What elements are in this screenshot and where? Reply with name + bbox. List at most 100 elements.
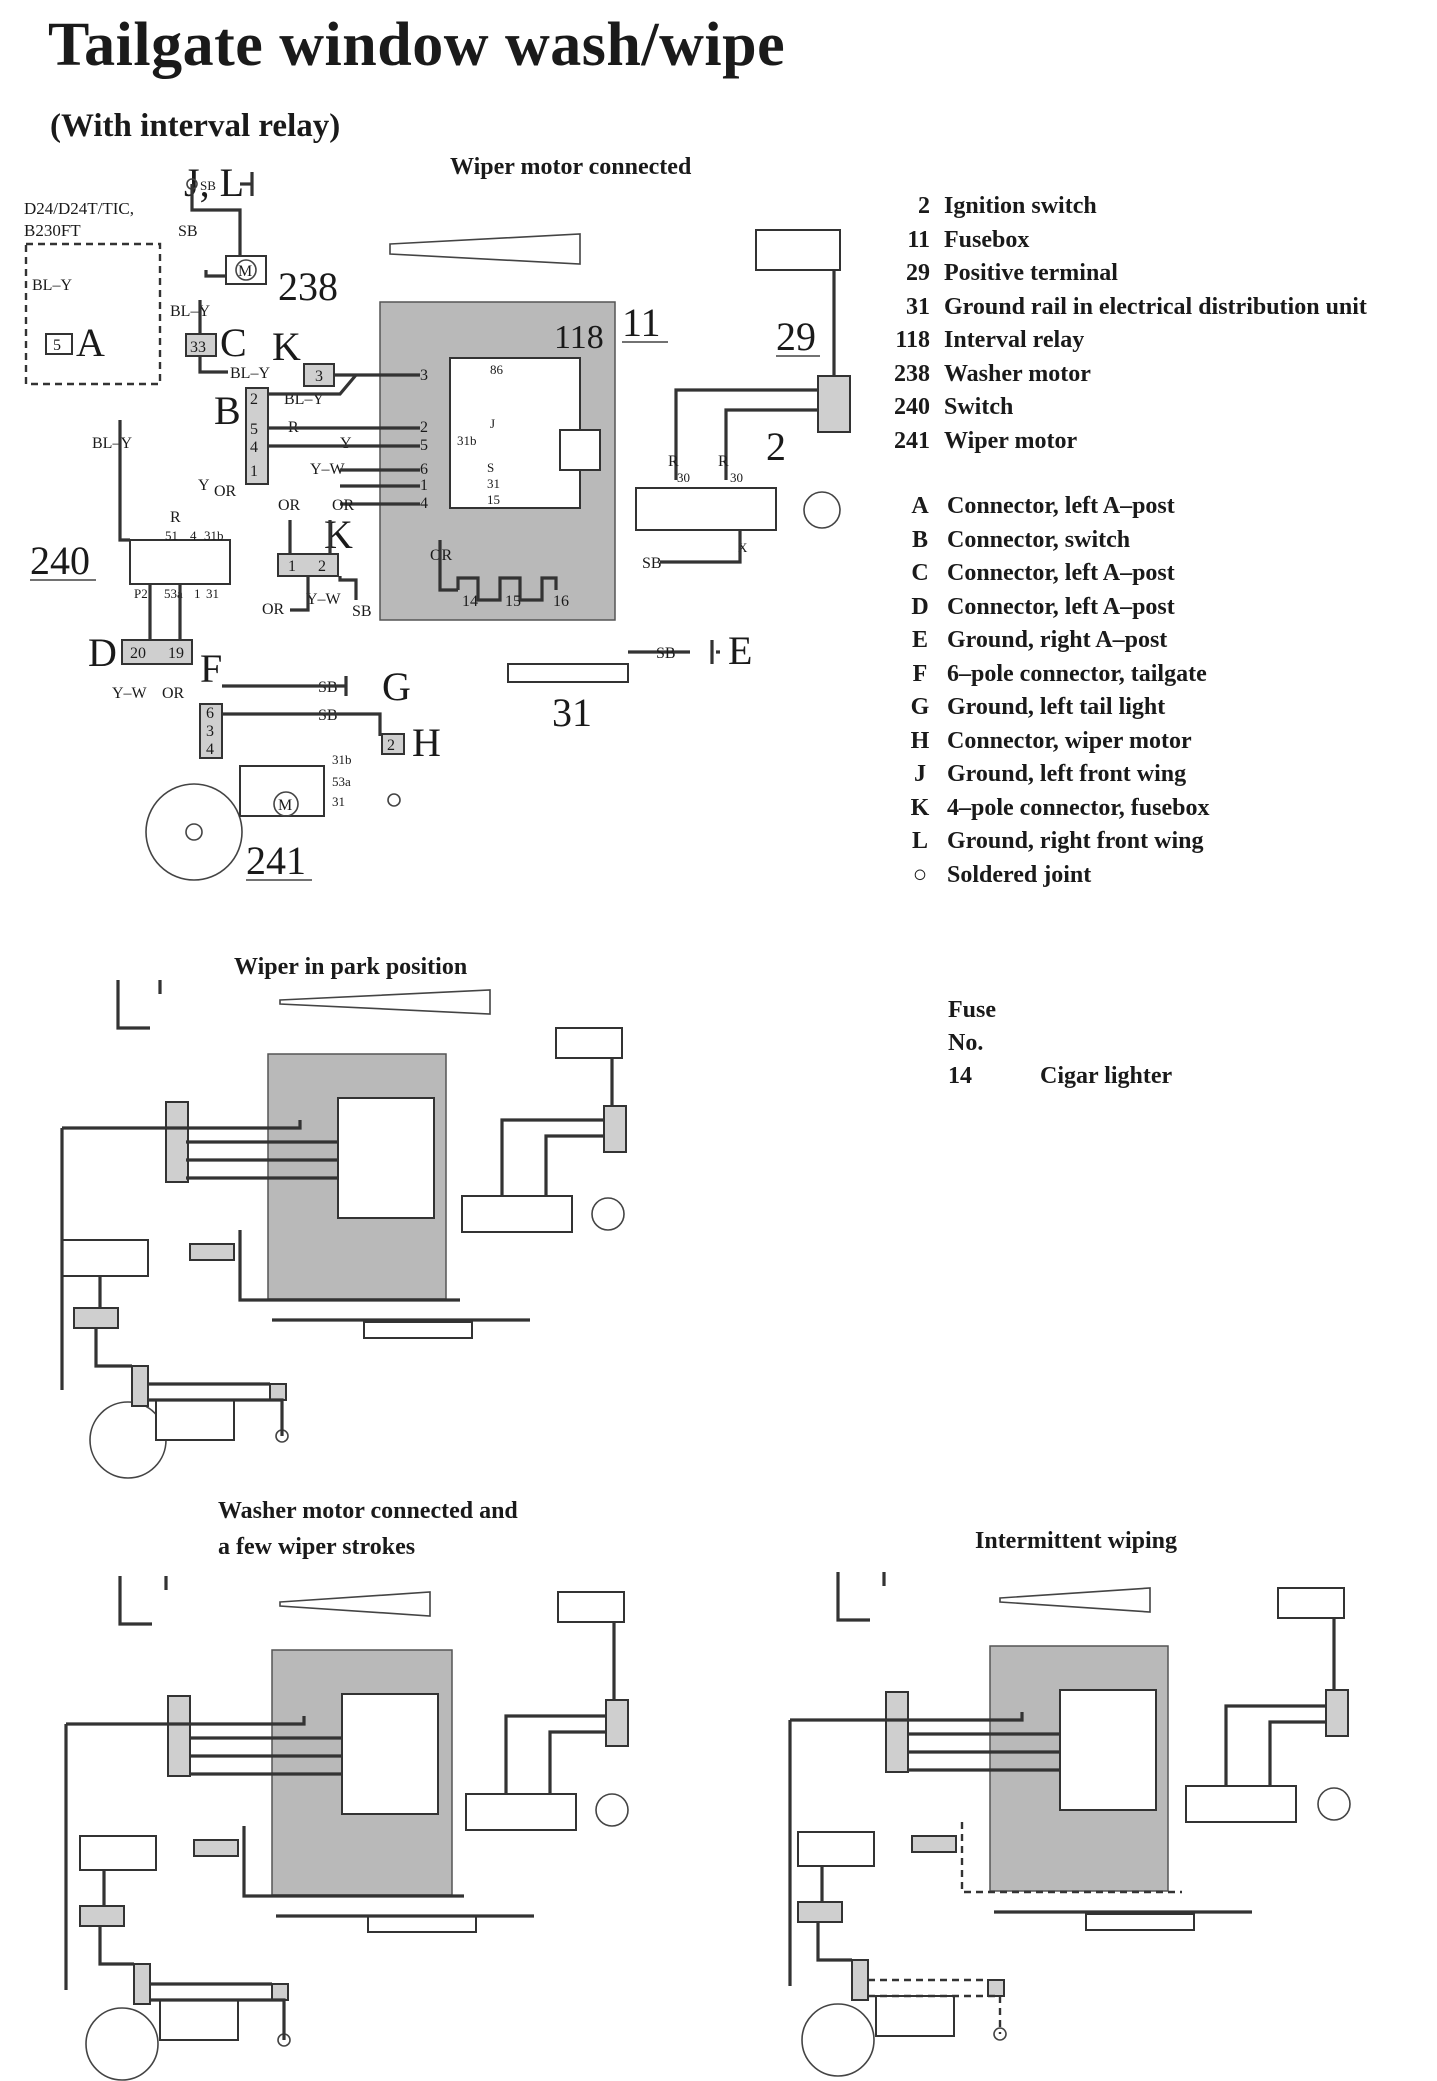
relay-terminal-4: 4	[420, 495, 428, 512]
fuse-terminals	[456, 576, 558, 602]
wire-label-bly-c: BL–Y	[170, 303, 210, 320]
wires-k	[288, 520, 358, 612]
connector-k-lower	[277, 553, 339, 577]
washer-connector-h	[271, 1983, 289, 2001]
intermittent-ground-rail	[1085, 1913, 1195, 1931]
wire-ground-g	[222, 676, 348, 696]
switch-pin-31: 31	[206, 586, 219, 601]
label-connector-b: B	[214, 388, 241, 433]
park-connector-f	[131, 1365, 149, 1407]
label-ground-e: E	[728, 628, 752, 673]
washer-motor-symbol	[235, 259, 257, 281]
label-connector-f: F	[200, 646, 222, 691]
pin-2-k: 2	[318, 558, 326, 575]
wire-label-yw-3: Y–W	[112, 685, 148, 702]
wiper-hub	[185, 823, 203, 841]
label-connector-h: H	[412, 720, 441, 765]
pin-6: 6	[206, 705, 214, 722]
intermittent-ignition-key	[1317, 1787, 1351, 1821]
park-connector-d	[73, 1307, 119, 1329]
switch-pin-51: 51	[165, 528, 178, 543]
pin-4-f: 4	[206, 741, 214, 758]
pin-3-f: 3	[206, 723, 214, 740]
washer-positive-terminal	[557, 1591, 625, 1623]
relay-pin-15: 15	[487, 492, 500, 507]
park-ignition-switch	[461, 1195, 573, 1233]
wire-label-or-6: OR	[162, 685, 185, 702]
caption-intermittent: Intermittent wiping	[975, 1528, 1177, 1554]
motor-pin-31: 31	[332, 794, 345, 809]
park-diagram	[60, 980, 627, 1479]
label-118: 118	[554, 319, 604, 356]
fuse-header: Fuse	[948, 997, 996, 1023]
wire-label-or-3: OR	[332, 497, 355, 514]
page-subtitle: (With interval relay)	[50, 108, 341, 144]
label-29: 29	[776, 314, 816, 359]
wire-label-yw: Y–W	[310, 461, 346, 478]
pin-3: 3	[315, 368, 323, 385]
label-238: 238	[278, 264, 338, 309]
intermittent-wires-top	[836, 1572, 886, 1622]
relay-pin-s: S	[487, 460, 494, 475]
ign-pin-x: X	[738, 540, 748, 555]
switch-pin-53a: 53a	[164, 586, 183, 601]
park-relay	[337, 1097, 435, 1219]
washer-ground-rail	[367, 1915, 477, 1933]
park-wires-top	[116, 980, 162, 1030]
caption-wiper-motor-connected: Wiper motor connected	[450, 154, 692, 180]
park-ground-rail	[363, 1321, 473, 1339]
switch-pin-1: 1	[194, 586, 201, 601]
washer-connector-b	[167, 1695, 191, 1777]
relay-terminal-6: 6	[420, 461, 428, 478]
label-connector-k: K	[272, 324, 301, 369]
wire-bly	[268, 373, 358, 396]
park-switch	[61, 1239, 149, 1277]
caption-washer-line1: Washer motor connected and	[218, 1498, 518, 1524]
solder-joint-2	[387, 793, 401, 807]
wire-label-sb6: SB	[656, 645, 676, 662]
pin-33: 33	[190, 339, 206, 356]
intermittent-switch	[797, 1831, 875, 1867]
park-connector-b	[165, 1101, 189, 1183]
label-2: 2	[766, 424, 786, 469]
washer-wires-bottom	[98, 1870, 286, 2040]
wire-c	[198, 356, 228, 374]
pin-5: 5	[250, 421, 258, 438]
switch-240	[129, 539, 231, 585]
label-connector-d: D	[88, 630, 117, 675]
relay-coil	[559, 429, 601, 471]
intermittent-wires-main	[788, 1712, 1060, 1986]
washer-ignition-switch	[465, 1793, 577, 1831]
washer-switch	[79, 1835, 157, 1871]
wire-sb-h	[222, 712, 382, 736]
park-positive-terminal	[555, 1027, 623, 1059]
wire-bly-left	[118, 420, 130, 542]
caption-wiper-park: Wiper in park position	[234, 954, 468, 980]
pin-2: 2	[250, 391, 258, 408]
motor-pin-31b: 31b	[332, 752, 352, 767]
connector-b	[245, 387, 269, 485]
relay-pin-31: 31	[487, 476, 500, 491]
relay-terminal-1: 1	[420, 477, 428, 494]
ignition-switch	[635, 487, 777, 531]
washer-motor-m: M	[238, 263, 252, 280]
wire-label-r-switch: R	[170, 509, 181, 526]
variant-note: D24/D24T/TIC, B230FT	[24, 199, 135, 240]
switch-pin-p2: P2	[134, 586, 148, 601]
wire-sb	[190, 184, 242, 256]
washer-wires-right	[276, 1622, 616, 1918]
wire-or-relay	[438, 540, 458, 592]
washer-relay	[341, 1693, 439, 1815]
